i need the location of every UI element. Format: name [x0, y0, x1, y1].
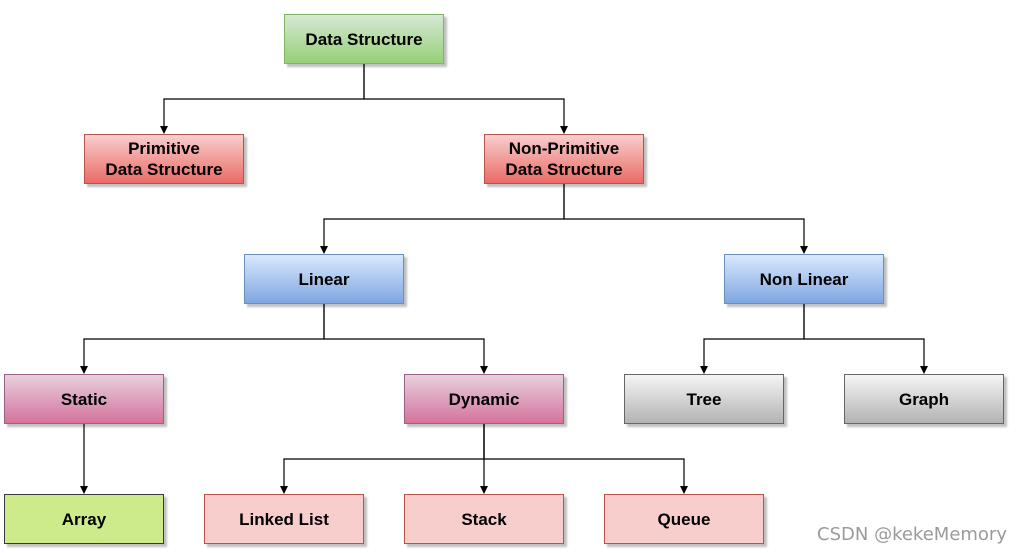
edge-linear-to-static: [80, 304, 325, 374]
edge-dynamic-to-linked_list: [280, 424, 485, 494]
node-data-structure: Data Structure: [284, 14, 444, 64]
node-array: Array: [4, 494, 164, 544]
edge-non_linear-to-graph: [803, 304, 928, 374]
node-static: Static: [4, 374, 164, 424]
node-tree: Tree: [624, 374, 784, 424]
edge-dynamic-to-queue: [483, 424, 688, 494]
edge-data_structure-to-primitive: [160, 64, 365, 134]
node-dynamic: Dynamic: [404, 374, 564, 424]
edge-non_primitive-to-non_linear: [563, 184, 808, 254]
node-primitive-data-structure: Primitive Data Structure: [84, 134, 244, 184]
node-linear: Linear: [244, 254, 404, 304]
watermark: CSDN @kekeMemory: [817, 524, 1007, 545]
edge-non_linear-to-tree: [700, 304, 805, 374]
node-non-primitive-data-structure: Non-Primitive Data Structure: [484, 134, 644, 184]
node-stack: Stack: [404, 494, 564, 544]
node-linked-list: Linked List: [204, 494, 364, 544]
node-graph: Graph: [844, 374, 1004, 424]
node-queue: Queue: [604, 494, 764, 544]
edge-data_structure-to-non_primitive: [363, 64, 568, 134]
edge-linear-to-dynamic: [323, 304, 488, 374]
node-non-linear: Non Linear: [724, 254, 884, 304]
edge-non_primitive-to-linear: [320, 184, 565, 254]
